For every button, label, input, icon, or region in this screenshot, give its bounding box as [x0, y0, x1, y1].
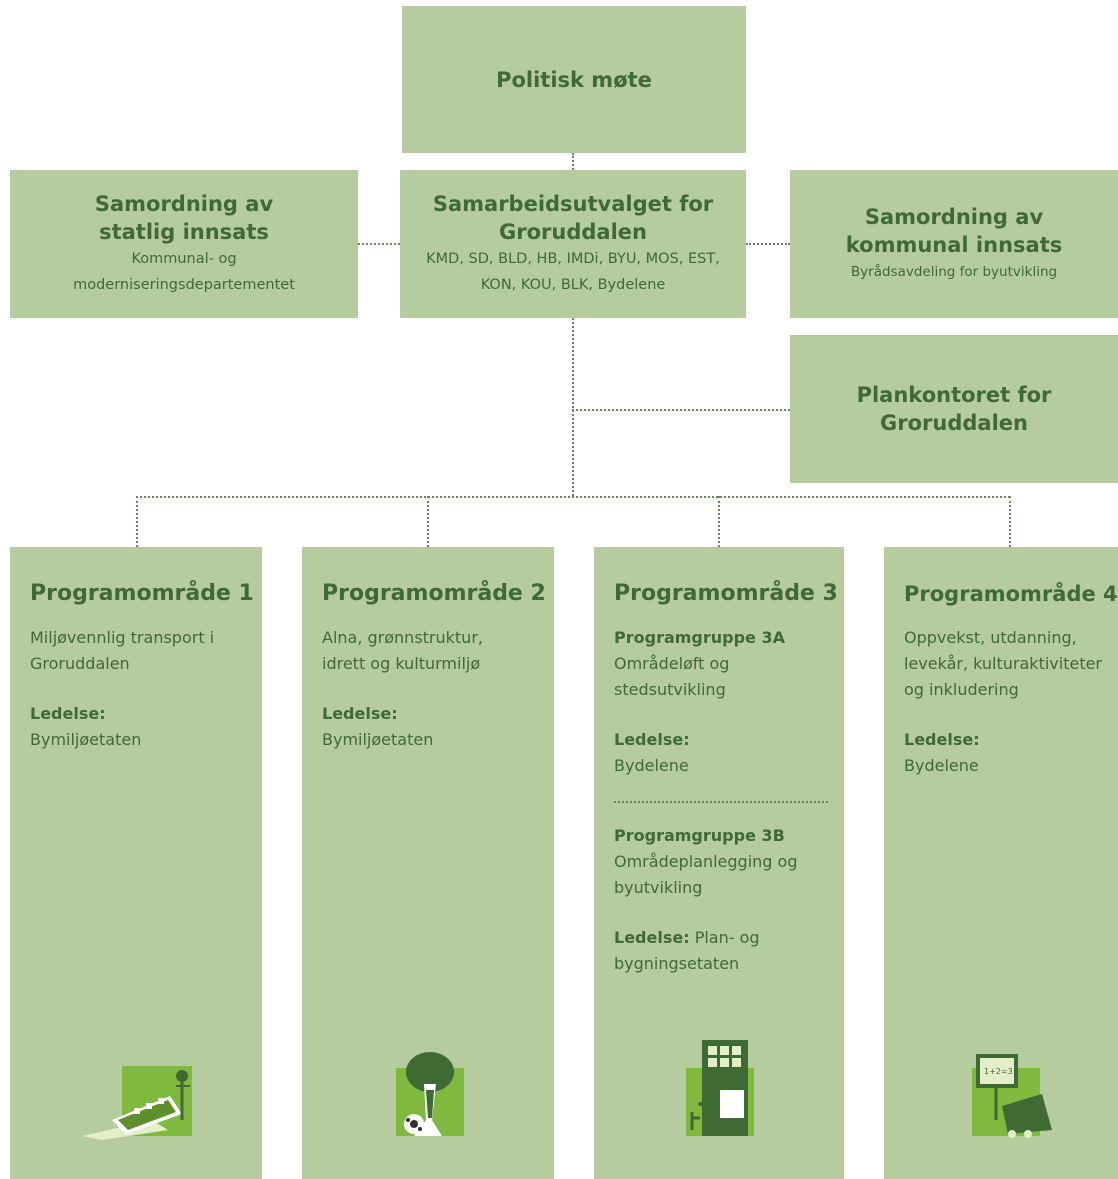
programomrade-4-lead-label: Ledelse: — [904, 730, 980, 749]
statlig-innsats-box: Samordning av statlig innsats Kommunal- … — [10, 170, 358, 318]
train-icon — [82, 1066, 192, 1140]
connector-program-2 — [427, 496, 429, 547]
programgruppe-3b-lead-line: Ledelse: Plan- og bygningsetaten — [614, 925, 794, 977]
kommunal-innsats-title: Samordning av kommunal innsats — [845, 205, 1063, 257]
connector-program-4 — [1009, 496, 1011, 547]
connector-top-center — [572, 153, 574, 170]
programgruppe-3a-desc: Områdeløft og stedsutvikling — [614, 654, 730, 699]
programomrade-1-desc: Miljøvennlig transport i Groruddalen — [30, 628, 215, 673]
blackboard-icon: 1+2=3 — [972, 1054, 1052, 1138]
programomrade-3-title: Programområde 3 — [614, 581, 838, 606]
connector-center-down — [572, 318, 574, 496]
programomrade-1-lead-label: Ledelse: — [30, 704, 106, 723]
statlig-innsats-sub: Kommunal- og moderniseringsdepartementet — [73, 251, 295, 293]
programomrade-4-desc: Oppvekst, utdanning, levekår, kulturakti… — [904, 628, 1103, 699]
building-cafe-icon — [686, 1040, 754, 1136]
programgruppe-3b-lead-label: Ledelse: — [614, 928, 690, 947]
politisk-mote-box: Politisk møte — [402, 6, 746, 153]
connector-program-3 — [718, 496, 720, 547]
programgruppe-3b-lead: Plan- og bygningsetaten — [614, 928, 760, 973]
programomrade-1-title: Programområde 1 — [30, 581, 254, 606]
plankontoret-box: Plankontoret for Groruddalen — [790, 335, 1118, 483]
programgruppe-3b-desc: Områdeplanlegging og byutvikling — [614, 852, 798, 897]
programomrade-1-lead: Bymiljøetaten — [30, 730, 142, 749]
kommunal-innsats-box: Samordning av kommunal innsats Byrådsavd… — [790, 170, 1118, 318]
connector-programs-bar — [136, 496, 1010, 498]
tree-football-icon — [396, 1052, 464, 1136]
politisk-mote-title: Politisk møte — [496, 67, 652, 92]
kommunal-innsats-sub: Byrådsavdeling for byutvikling — [850, 264, 1058, 280]
programomrade-4-lead: Bydelene — [904, 756, 979, 775]
programgruppe-3a-lead: Bydelene — [614, 756, 689, 775]
connector-program-1 — [136, 496, 138, 547]
programgruppe-3a-name: Programgruppe 3A — [614, 628, 785, 647]
samarbeidsutvalget-members: KMD, SD, BLD, HB, IMDi, BYU, MOS, EST, K… — [426, 251, 720, 293]
samarbeidsutvalget-box: Samarbeidsutvalget for Groruddalen KMD, … — [400, 170, 746, 318]
connector-center-right — [746, 243, 790, 245]
plankontoret-title: Plankontoret for Groruddalen — [856, 383, 1052, 435]
samarbeidsutvalget-title: Samarbeidsutvalget for Groruddalen — [432, 192, 714, 244]
programomrade-2-title: Programområde 2 — [322, 581, 546, 606]
programgruppe-3b-name: Programgruppe 3B — [614, 826, 785, 845]
programomrade-2-desc: Alna, grønnstruktur, idrett og kulturmil… — [322, 628, 483, 673]
programomrade-2-lead-label: Ledelse: — [322, 704, 398, 723]
connector-plan — [572, 409, 790, 411]
statlig-innsats-title: Samordning av statlig innsats — [94, 192, 274, 244]
programgruppe-3a-lead-label: Ledelse: — [614, 730, 690, 749]
programgruppe-separator — [614, 801, 828, 803]
programomrade-2-lead: Bymiljøetaten — [322, 730, 434, 749]
connector-left-center — [358, 243, 400, 245]
svg-text:1+2=3: 1+2=3 — [984, 1067, 1013, 1076]
programomrade-4-title: Programområde 4 — [904, 582, 1118, 606]
